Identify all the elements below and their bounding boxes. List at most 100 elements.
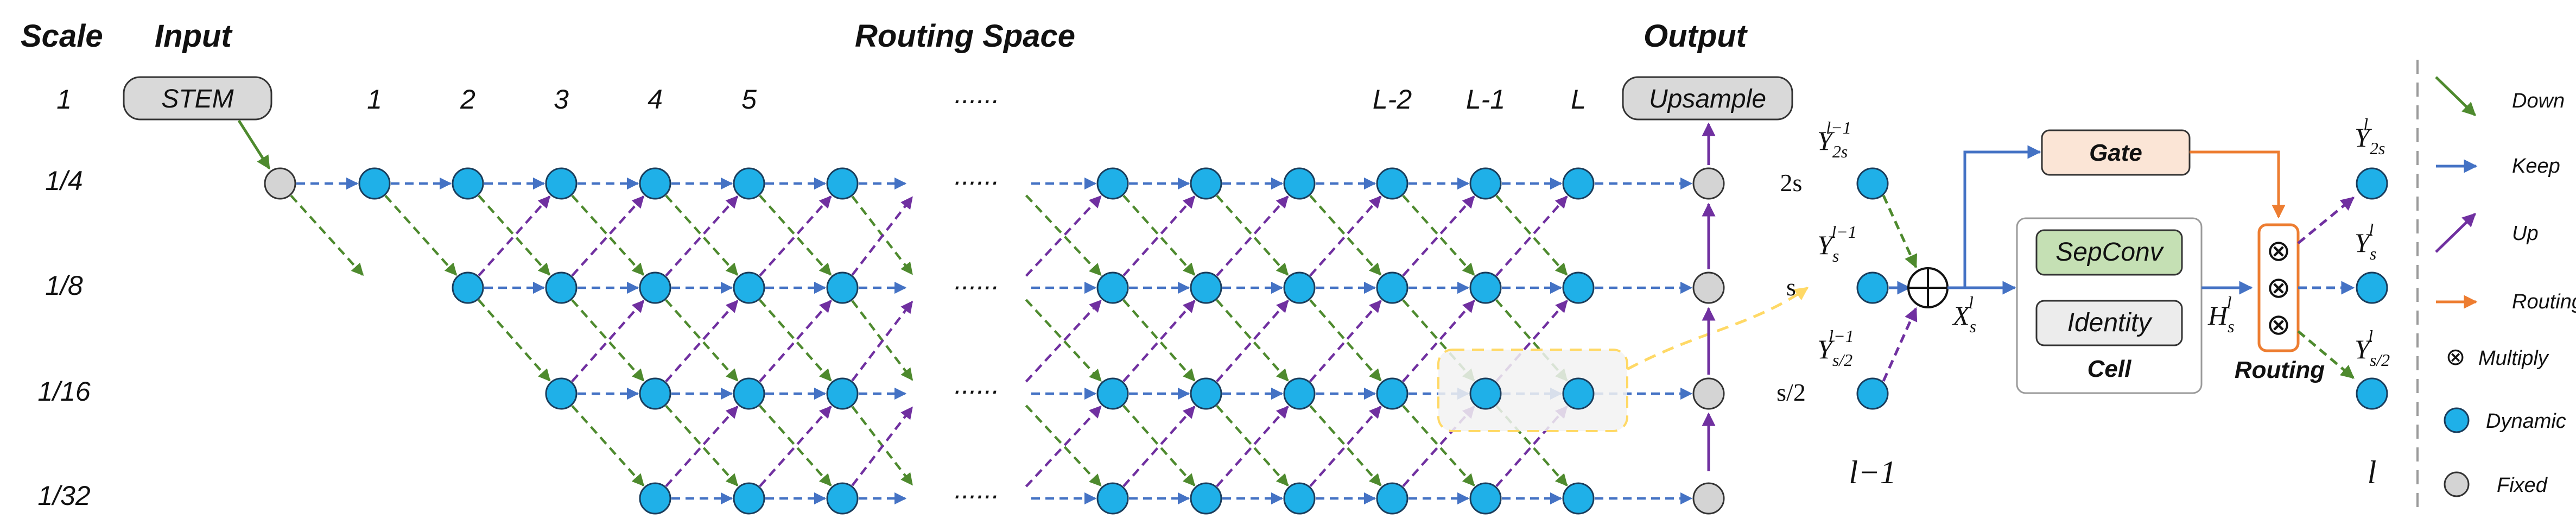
cell-input-node-s [1856, 271, 1889, 304]
ellipsis-row-1-16: ...... [954, 369, 999, 400]
legend: Down Keep Up Routing ⊗ Multiply Dynamic … [2435, 76, 2576, 497]
down-edge [1309, 404, 1382, 486]
identity-box [2035, 300, 2183, 346]
down-edge [1025, 299, 1102, 382]
dynamic-node [1376, 377, 1408, 410]
cell-scale-s2: s/2 [1776, 378, 1806, 406]
down-edge [1216, 299, 1289, 382]
cell-scale-s: s [1786, 273, 1796, 301]
down-edge [384, 194, 458, 276]
y-output-2s: Y2sl [2355, 115, 2385, 158]
column-label-3: 3 [554, 84, 569, 115]
dynamic-node [545, 271, 578, 304]
x-label: Xsl [1952, 293, 1976, 336]
legend-dynamic-label: Dynamic [2486, 410, 2566, 433]
dynamic-node [1469, 482, 1502, 515]
column-label-l-2: L-2 [1373, 84, 1412, 115]
down-edge [1122, 299, 1196, 382]
output-header: Output [1644, 18, 1748, 54]
up-edge [665, 406, 739, 488]
dynamic-node [733, 167, 765, 200]
scale-header: Scale [21, 18, 103, 54]
cell-up-arrow [1882, 307, 1918, 382]
dynamic-node [1190, 271, 1222, 304]
dynamic-node [826, 271, 859, 304]
y-input-s: Ysl−1 [1817, 222, 1857, 266]
dynamic-node [1469, 167, 1502, 200]
cell-output-node-s [2356, 271, 2388, 304]
up-edge [851, 196, 913, 276]
routing-down-arrow [2297, 330, 2355, 379]
column-label-l-1: L-1 [1466, 84, 1505, 115]
down-edge [665, 404, 739, 486]
cell-title: Cell [2088, 356, 2131, 382]
dynamic-node [826, 482, 859, 515]
down-edge [1025, 194, 1102, 276]
down-edge [571, 404, 645, 486]
scale-label-1: 1 [56, 84, 72, 115]
down-edge [1309, 194, 1382, 276]
up-edge [1309, 406, 1382, 488]
upsample-label: Upsample [1649, 85, 1766, 113]
cell-output-node-2s [2356, 167, 2388, 200]
down-edge [1216, 194, 1289, 276]
cell-input-node-s2 [1856, 377, 1889, 410]
legend-multiply-label: Multiply [2478, 347, 2549, 370]
routing-space-header: Routing Space [855, 18, 1075, 54]
up-edge [1402, 195, 1475, 277]
y-input-s2: Ys/2l−1 [1817, 326, 1854, 370]
column-label-1: 1 [367, 84, 382, 115]
dynamic-node [1096, 377, 1129, 410]
sepconv-label: SepConv [2055, 238, 2164, 267]
down-edge [1495, 194, 1568, 276]
down-edge [1122, 194, 1196, 276]
dynamic-node [1190, 167, 1222, 200]
up-edge [478, 195, 551, 277]
column-label-4: 4 [648, 84, 663, 115]
dynamic-node [1376, 482, 1408, 515]
down-edge [571, 194, 645, 276]
down-edge [665, 299, 739, 382]
scale-label-1-8: 1/8 [45, 270, 83, 301]
dynamic-node [1562, 482, 1595, 515]
scale-label-1-16: 1/16 [37, 376, 91, 407]
up-edge [571, 300, 645, 383]
legend-keep-label: Keep [2512, 155, 2560, 178]
up-edge [665, 195, 739, 277]
column-label-5: 5 [741, 84, 757, 115]
legend-fixed-node [2444, 471, 2470, 497]
dynamic-node [1376, 271, 1408, 304]
dynamic-node [1190, 482, 1222, 515]
gate-to-routing-arrow [2190, 150, 2286, 219]
multiply-symbol-3: ⊗ [2266, 308, 2291, 341]
dynamic-node [733, 271, 765, 304]
sepconv-box [2035, 229, 2183, 276]
layer-cur-label: l [2368, 454, 2377, 490]
scale-label-1-32: 1/32 [37, 481, 91, 511]
cell-scale-2s: 2s [1780, 169, 1803, 197]
down-edge [1402, 404, 1475, 486]
stem-down-arrow [237, 119, 271, 170]
column-label-2: 2 [460, 84, 475, 115]
up-edge [1025, 195, 1102, 277]
up-edge [1495, 195, 1568, 277]
up-edge [665, 300, 739, 383]
dynamic-node [1562, 377, 1595, 410]
up-edge [759, 300, 832, 382]
dynamic-node [639, 167, 671, 200]
up-edge [759, 195, 832, 277]
legend-up-arrow [2435, 213, 2476, 253]
legend-up-label: Up [2512, 222, 2539, 245]
scale-label-1-4: 1/4 [45, 166, 83, 196]
dynamic-node [1562, 167, 1595, 200]
up-edge [851, 406, 913, 486]
legend-down-arrow [2435, 76, 2476, 116]
y-output-s2: Ys/2l [2355, 326, 2390, 370]
down-edge [1402, 194, 1475, 276]
down-edge [759, 299, 832, 382]
down-edge [571, 299, 645, 382]
cell-down-arrow [1882, 194, 1918, 269]
up-edge [1216, 195, 1289, 277]
dynamic-node [639, 271, 671, 304]
routing-label: Routing [2235, 357, 2325, 383]
